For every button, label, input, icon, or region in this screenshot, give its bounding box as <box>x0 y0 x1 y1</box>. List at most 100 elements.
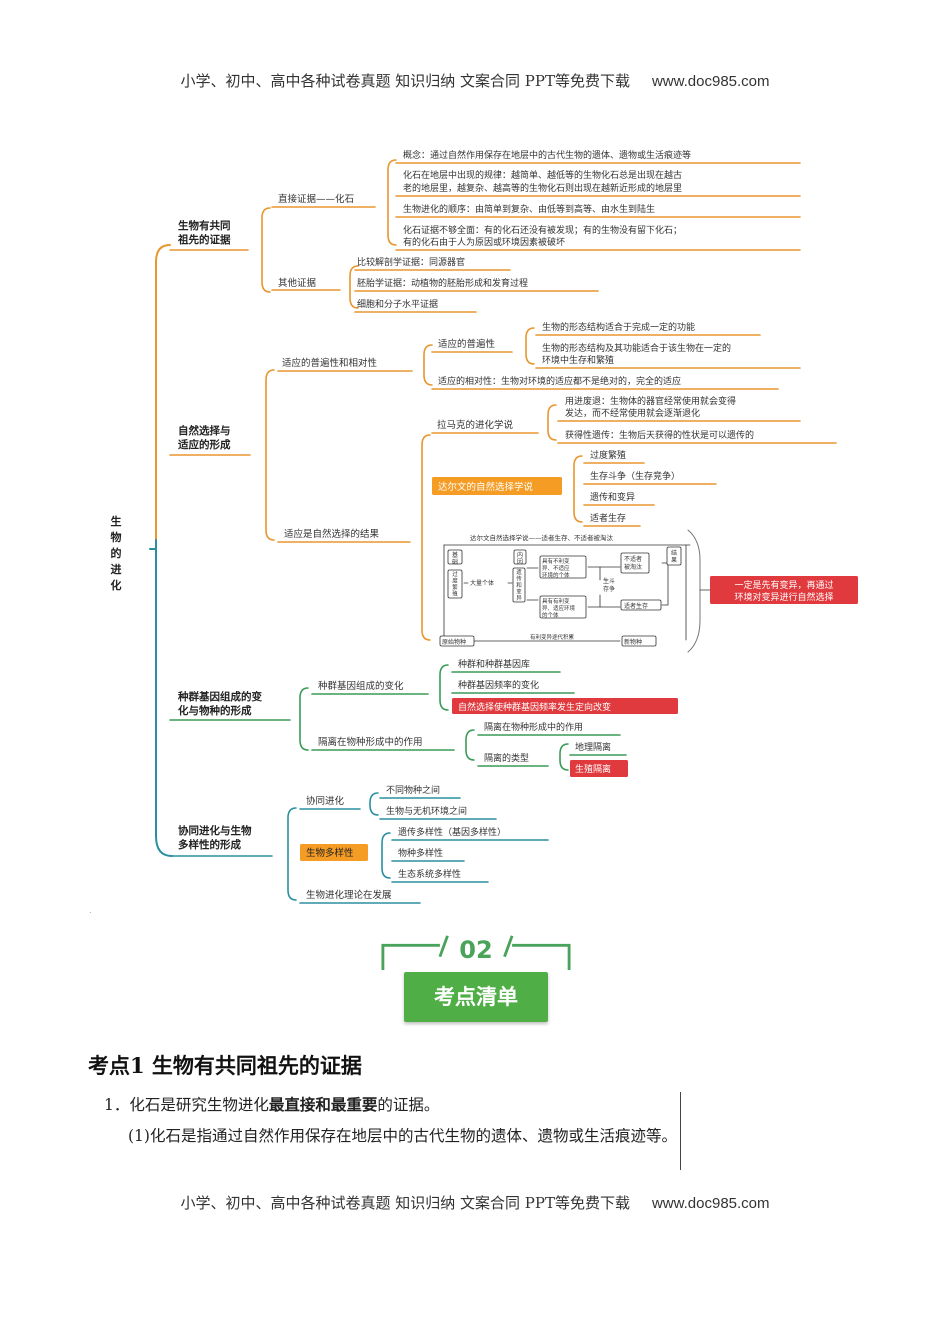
other-evidence-label: 其他证据 <box>278 277 317 289</box>
banner-label: 考点清单 <box>434 985 518 1009</box>
branch3-title: 化与物种的形成 <box>178 704 252 717</box>
diagram-text: 内 <box>517 551 523 559</box>
other-evidence-item: 胚胎学证据：动植物的胚胎形成和发育过程 <box>357 277 528 289</box>
diagram-text: 环境的个体 <box>542 571 570 579</box>
diagram-text: 被淘汰 <box>624 563 642 571</box>
diagram-box <box>620 552 650 574</box>
branch2-title: 自然选择与 <box>178 424 231 437</box>
lamarck-label: 拉马克的进化学说 <box>437 419 514 431</box>
darwin-item: 生存斗争（生存竞争） <box>590 470 680 482</box>
coevo-bracket <box>369 792 379 816</box>
p1-text-a: 1．化石是研究生物进化 <box>104 1096 269 1114</box>
diagram-line <box>587 594 601 608</box>
gene-bracket <box>439 664 449 711</box>
diversity-item: 遗传多样性（基因多样性） <box>398 826 506 838</box>
diagram-text: 异 <box>516 595 522 602</box>
diagram-text: 异、适应环境 <box>542 604 576 612</box>
isolation-label: 隔离在物种形成中的作用 <box>318 736 423 748</box>
diagram-text: 结 <box>671 549 677 557</box>
adapt-result-label: 适应是自然选择的结果 <box>284 528 380 540</box>
diagram-text: 有利变异逐代积累 <box>530 633 575 641</box>
other-bracket <box>349 265 359 309</box>
diagram-box <box>447 549 463 565</box>
darwin-item: 遗传和变异 <box>590 491 635 503</box>
branch4-bracket <box>287 807 297 901</box>
diagram-text: 的个体 <box>542 611 559 619</box>
diagram-line <box>661 562 669 606</box>
iso-type-highlight: 生殖隔离 <box>575 763 611 775</box>
diversity-box <box>300 844 368 861</box>
iso-types: 隔离的类型 <box>484 752 529 764</box>
gene-item: 种群和种群基因库 <box>458 658 530 670</box>
coevo-item: 生物与无机环境之间 <box>386 805 467 817</box>
diagram-brace <box>687 529 701 653</box>
iso-type-highlight-box <box>570 760 628 777</box>
paragraph-1: 1．化石是研究生物进化最直接和最重要的证据。 <box>104 1093 439 1115</box>
branch2-title: 适应的形成 <box>178 438 231 451</box>
diagram-text: 生斗 <box>603 577 615 585</box>
direct-evidence-item: 化石证据不够全面：有的化石还没有被发现；有的生物没有留下化石； <box>403 224 682 236</box>
diversity-item: 生态系统多样性 <box>398 868 461 880</box>
footer-text: 小学、初中、高中各种试卷真题 知识归纳 文案合同 PPT等免费下载 <box>180 1194 630 1212</box>
gene-change-label: 种群基因组成的变化 <box>318 680 404 692</box>
branch4-title: 协同进化与生物 <box>178 824 252 837</box>
diagram-text: 原始物种 <box>442 638 466 646</box>
root-char: 物 <box>111 530 122 544</box>
diagram-text: 存争 <box>603 585 615 593</box>
header-site: www.doc985.com <box>651 73 770 90</box>
page-footer: 小学、初中、高中各种试卷真题 知识归纳 文案合同 PPT等免费下载 www.doc… <box>0 1192 950 1213</box>
lamarck-bracket <box>547 404 557 441</box>
diagram-top-label: 达尔文自然选择学说——适者生存、不适者被淘汰 <box>470 533 614 542</box>
diagram-box <box>513 549 527 565</box>
lamarck-item: 发达，而不经常使用就会逐渐退化 <box>565 407 700 419</box>
darwin-item: 过度繁殖 <box>590 449 626 461</box>
iso-types-bracket <box>559 743 569 771</box>
diagram-text: 具有有利变 <box>542 597 570 605</box>
diagram-box <box>621 635 657 647</box>
diagram-text: 大量个体 <box>470 579 494 587</box>
darwin-label: 达尔文的自然选择学说 <box>438 481 534 493</box>
footer-site: www.doc985.com <box>651 1195 770 1212</box>
mind-map: 生物的进化生物有共同祖先的证据直接证据——化石概念：通过自然作用保存在地层中的古… <box>111 149 858 904</box>
coevo-label: 协同进化 <box>306 795 345 807</box>
iso-type-item: 地理隔离 <box>575 741 611 753</box>
result-bracket <box>421 434 431 641</box>
branch1-title: 生物有共同 <box>178 219 231 232</box>
isolation-bracket <box>465 729 475 761</box>
branch4-title: 多样性的形成 <box>178 838 241 851</box>
diagram-text: 殖 <box>452 590 458 598</box>
diagram-text: 变 <box>516 588 522 596</box>
iso-role: 隔离在物种形成中的作用 <box>484 721 583 733</box>
spine-top <box>155 244 171 541</box>
diagram-text: 因 <box>517 559 523 566</box>
diagram-text: 遗 <box>516 568 522 576</box>
adapt-univ-bracket <box>525 327 535 365</box>
paragraph-2: (1)化石是指通过自然作用保存在地层中的古代生物的遗体、遗物或生活痕迹等。 <box>128 1127 677 1145</box>
adapt-label: 适应的普遍性和相对性 <box>282 357 378 369</box>
branch3-title: 种群基因组成的变 <box>177 690 262 703</box>
stray-dot: . <box>89 906 92 915</box>
banner-frame <box>381 935 571 970</box>
theory-label: 生物进化理论在发展 <box>306 889 392 901</box>
root-char: 进 <box>111 562 122 576</box>
direct-evidence-item: 概念：通过自然作用保存在地层中的古代生物的遗体、遗物或生活痕迹等 <box>403 149 691 161</box>
diagram-text: 具有不利变 <box>542 557 570 565</box>
coevo-item: 不同物种之间 <box>386 784 440 796</box>
root-char: 化 <box>111 578 122 592</box>
lamarck-item: 获得性遗传：生物后天获得的性状是可以遗传的 <box>565 429 754 441</box>
diagram-text: 适者生存 <box>624 602 648 610</box>
callout-text: 环境对变异进行自然选择 <box>734 591 833 603</box>
lamarck-item: 用进废退：生物体的器官经常使用就会变得 <box>565 395 736 407</box>
diagram-text: 不适者 <box>624 555 642 563</box>
root-char: 的 <box>111 546 122 560</box>
branch1-bracket <box>261 207 271 293</box>
direct-evidence-item: 化石在地层中出现的规律：越简单、越低等的生物化石总是出现在越古 <box>403 169 682 181</box>
diagram-box <box>512 567 526 603</box>
diagram-text: 和 <box>516 581 522 589</box>
margin-rule <box>680 1092 681 1170</box>
callout-box <box>710 576 858 604</box>
p1-text-c: 的证据。 <box>377 1096 440 1114</box>
section-title: 考点1 生物有共同祖先的证据 <box>88 1053 362 1078</box>
diagram-text: 础 <box>452 558 458 566</box>
